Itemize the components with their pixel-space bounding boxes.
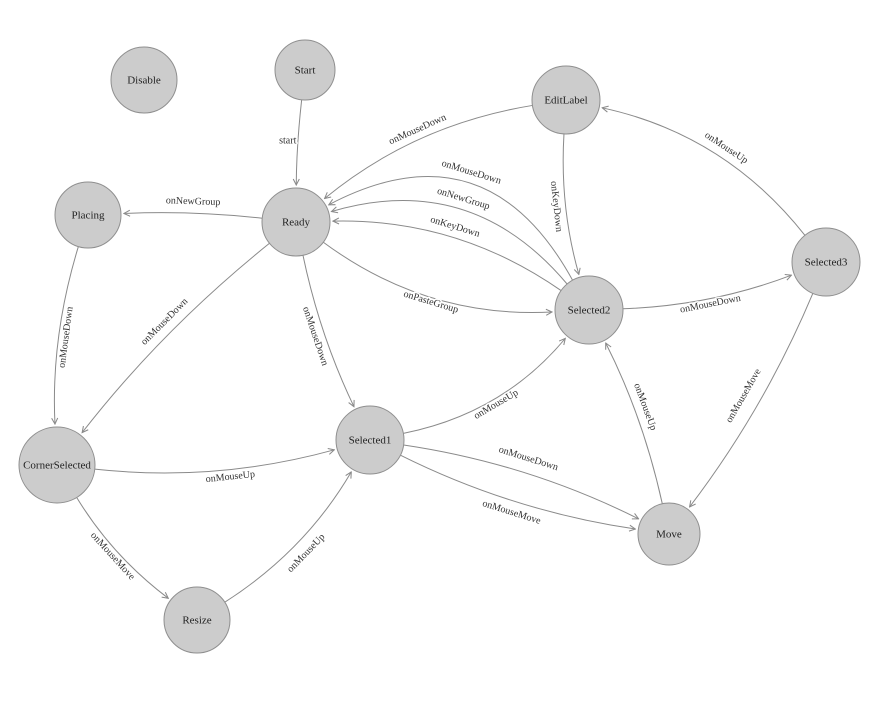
transition-edge-selected1-move	[400, 454, 635, 529]
transition-edge-editlabel-ready	[325, 104, 533, 198]
state-circle[interactable]	[54, 181, 122, 249]
state-circle[interactable]	[18, 426, 96, 504]
transition-label-onMouseDown: onMouseDown	[139, 296, 190, 347]
transition-label-onMouseDown: onMouseDown	[679, 293, 742, 316]
state-node-placing[interactable]: Placing	[54, 181, 122, 249]
transition-label-onMouseUp: onMouseUp	[472, 387, 520, 422]
transition-edge-ready-selected1	[302, 255, 354, 406]
state-node-editlabel[interactable]: EditLabel	[531, 65, 601, 135]
state-label: Selected1	[349, 435, 392, 447]
transition-edge-ready-selected2	[323, 241, 552, 312]
state-label: Ready	[282, 217, 311, 229]
transition-label-onMouseMove: onMouseMove	[481, 498, 543, 527]
transition-edge-move-selected2	[606, 343, 663, 504]
transition-label-onKeyDown: onKeyDown	[548, 181, 564, 233]
transition-edge-resize-selected1	[224, 472, 352, 603]
transition-edge-cornerselected-resize	[76, 497, 169, 598]
transition-label-onNewGroup: onNewGroup	[436, 186, 491, 213]
state-node-selected2[interactable]: Selected2	[554, 275, 624, 345]
state-label: Disable	[127, 75, 161, 87]
transition-edge-placing-cornerselected	[54, 246, 79, 424]
transition-edge-selected2-ready	[333, 221, 562, 291]
state-circle[interactable]	[163, 586, 231, 654]
transition-edge-cornerselected-selected1	[94, 450, 335, 474]
state-label: Selected2	[568, 305, 611, 317]
state-circle[interactable]	[274, 39, 336, 101]
transition-edge-selected3-move	[690, 293, 814, 507]
transition-label-onMouseDown: onMouseDown	[57, 306, 76, 369]
transition-edge-selected3-editlabel	[602, 108, 806, 236]
state-label: Selected3	[805, 257, 848, 269]
state-circle[interactable]	[261, 187, 331, 257]
nodes-layer: Disable StartEditLabelPlacingReadySelecte…	[18, 39, 861, 654]
state-label: Start	[295, 65, 316, 77]
transition-label-start: start	[279, 135, 296, 146]
transition-edge-start-ready	[296, 99, 303, 185]
state-circle[interactable]	[637, 502, 701, 566]
state-label: Move	[656, 529, 682, 541]
transition-label-onMouseDown: onMouseDown	[497, 444, 559, 473]
transition-label-onMouseDown: onMouseDown	[440, 158, 502, 187]
transition-label-onMouseUp: onMouseUp	[285, 532, 327, 575]
state-node-ready[interactable]: Ready	[261, 187, 331, 257]
transition-edge-editlabel-selected2	[562, 133, 579, 274]
state-node-move[interactable]: Move	[637, 502, 701, 566]
transition-label-onKeyDown: onKeyDown	[429, 214, 481, 239]
transition-label-onPasteGroup: onPasteGroup	[402, 289, 459, 316]
transition-edge-selected1-selected2	[403, 338, 565, 434]
state-circle[interactable]	[791, 227, 861, 297]
state-label: CornerSelected	[23, 460, 91, 472]
transition-edge-ready-cornerselected	[82, 242, 270, 432]
state-node-disable[interactable]: Disable	[110, 46, 178, 114]
transition-label-onMouseDown: onMouseDown	[387, 112, 448, 147]
transition-edge-selected2-ready	[331, 200, 568, 285]
state-circle[interactable]	[554, 275, 624, 345]
transition-edge-selected1-move	[403, 444, 639, 519]
state-circle[interactable]	[110, 46, 178, 114]
state-label: EditLabel	[544, 95, 587, 107]
state-label: Placing	[72, 210, 105, 222]
transition-label-onNewGroup: onNewGroup	[166, 195, 221, 208]
transition-label-onMouseUp: onMouseUp	[631, 382, 658, 432]
state-circle[interactable]	[531, 65, 601, 135]
state-node-cornerselected[interactable]: CornerSelected	[18, 426, 96, 504]
transition-label-onMouseMove: onMouseMove	[724, 366, 764, 424]
state-node-selected3[interactable]: Selected3	[791, 227, 861, 297]
transition-edge-ready-placing	[124, 213, 263, 219]
state-circle[interactable]	[335, 405, 405, 475]
state-label: Resize	[182, 615, 211, 627]
state-node-selected1[interactable]: Selected1	[335, 405, 405, 475]
transition-edge-selected2-ready	[329, 176, 574, 281]
state-node-start[interactable]: Start	[274, 39, 336, 101]
transition-label-onMouseMove: onMouseMove	[88, 530, 137, 583]
state-node-resize[interactable]: Resize	[163, 586, 231, 654]
transition-edge-selected2-selected3	[622, 275, 791, 310]
